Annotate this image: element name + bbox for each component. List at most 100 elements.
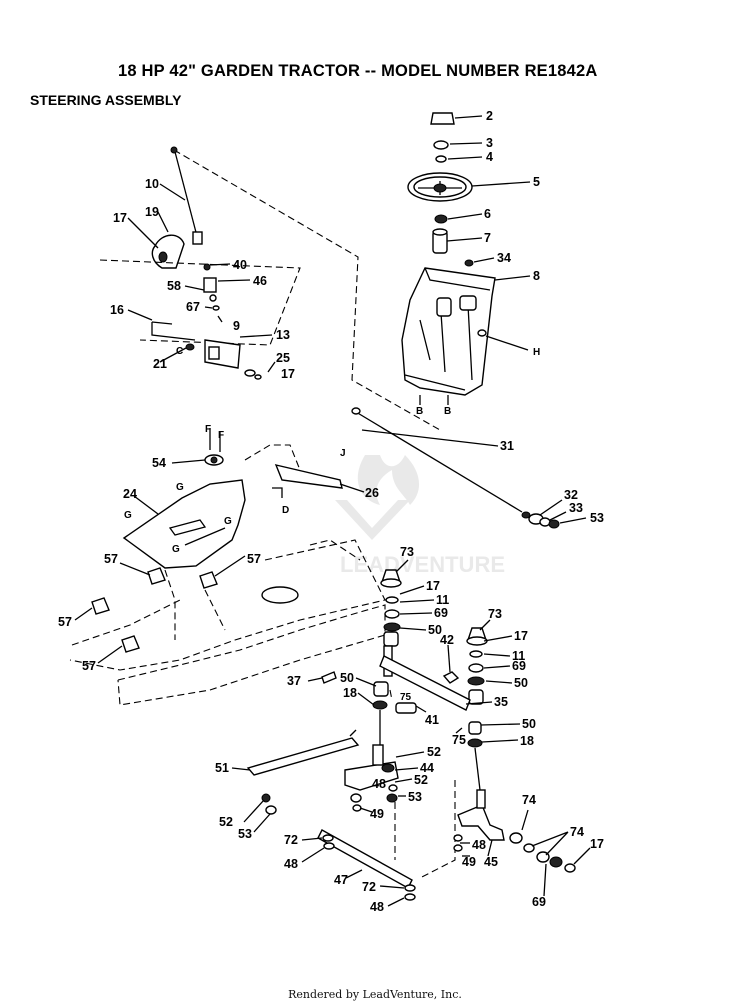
- callout-34: 34: [497, 251, 511, 265]
- callout-53-arm: 53: [408, 790, 422, 804]
- callout-31: 31: [500, 439, 514, 453]
- callout-50-right: 50: [514, 676, 528, 690]
- callout-17-bracket: 17: [281, 367, 295, 381]
- callout-26: 26: [365, 486, 379, 500]
- callout-47: 47: [334, 873, 348, 887]
- callout-75-b: 75: [452, 733, 466, 747]
- ref-letter-h: H: [533, 347, 540, 358]
- callout-18-right: 18: [520, 734, 534, 748]
- column-assembly-outline: [173, 149, 441, 431]
- steering-shaft-group: [351, 407, 560, 529]
- linkage-group: [246, 729, 576, 901]
- callout-52-c: 52: [219, 815, 233, 829]
- callout-73-right: 73: [488, 607, 502, 621]
- callout-32: 32: [564, 488, 578, 502]
- callout-57-d: 57: [82, 659, 96, 673]
- callout-48-d: 48: [370, 900, 384, 914]
- callout-2: 2: [486, 109, 493, 123]
- callout-69-left: 69: [434, 606, 448, 620]
- callout-54: 54: [152, 456, 166, 470]
- callout-6: 6: [484, 207, 491, 221]
- ref-letter-g3: G: [224, 516, 232, 527]
- callout-25: 25: [276, 351, 290, 365]
- callout-50-lower-left: 50: [340, 671, 354, 685]
- section-title: STEERING ASSEMBLY: [30, 92, 182, 108]
- diagram-title: 18 HP 42" GARDEN TRACTOR -- MODEL NUMBER…: [118, 62, 598, 80]
- ref-letter-b2: B: [444, 406, 451, 417]
- callout-58: 58: [167, 279, 181, 293]
- footer-credit: Rendered by LeadVenture, Inc.: [288, 988, 462, 1001]
- callout-17-lever: 17: [113, 211, 127, 225]
- callout-73-left: 73: [400, 545, 414, 559]
- callout-16: 16: [110, 303, 124, 317]
- callout-50-lower-right: 50: [522, 717, 536, 731]
- callout-41: 41: [425, 713, 439, 727]
- callout-72-b: 72: [362, 880, 376, 894]
- callout-53-shaft: 53: [590, 511, 604, 525]
- callout-57-a: 57: [104, 552, 118, 566]
- callout-9: 9: [233, 319, 240, 333]
- callout-19: 19: [145, 205, 159, 219]
- callout-51: 51: [215, 761, 229, 775]
- callout-49-spindle: 49: [462, 855, 476, 869]
- ref-letter-g4: G: [172, 544, 180, 555]
- callout-17-spindle: 17: [590, 837, 604, 851]
- ref-letter-f1: F: [205, 424, 211, 435]
- callout-72-a: 72: [284, 833, 298, 847]
- callout-52-b: 52: [414, 773, 428, 787]
- callout-74-b: 74: [570, 825, 584, 839]
- callout-52-a: 52: [427, 745, 441, 759]
- callout-35: 35: [494, 695, 508, 709]
- callout-49-arm: 49: [370, 807, 384, 821]
- callout-40: 40: [233, 258, 247, 272]
- ref-letter-c: C: [176, 346, 183, 357]
- callout-50-left: 50: [428, 623, 442, 637]
- callout-75-a: 75: [400, 692, 412, 703]
- reference-letters: H B B C F F G G G G D J: [124, 346, 540, 555]
- callout-11-left: 11: [436, 593, 449, 607]
- callout-42: 42: [440, 633, 454, 647]
- callout-5: 5: [533, 175, 540, 189]
- callout-57-b: 57: [247, 552, 261, 566]
- callout-21: 21: [153, 357, 167, 371]
- callout-69-spindle: 69: [532, 895, 546, 909]
- callout-57-c: 57: [58, 615, 72, 629]
- callout-labels: 2 3 4 5 6 7 34 8 10 17 19 40 58 46 67 9 …: [58, 109, 604, 914]
- ref-letter-d: D: [282, 505, 289, 516]
- ref-letter-f2: F: [218, 430, 224, 441]
- callout-17-right: 17: [514, 629, 528, 643]
- callout-44: 44: [420, 761, 434, 775]
- frame-plate-group: [69, 444, 386, 706]
- callout-48-c: 48: [472, 838, 486, 852]
- callout-69-right: 69: [512, 659, 526, 673]
- callout-4: 4: [486, 150, 493, 164]
- callout-33: 33: [569, 501, 583, 515]
- watermark-logo: LEADVENTURE: [335, 455, 505, 577]
- callout-46: 46: [253, 274, 267, 288]
- callout-48-arm: 48: [372, 777, 386, 791]
- callout-3: 3: [486, 136, 493, 150]
- callout-13: 13: [276, 328, 290, 342]
- callout-48-b: 48: [284, 857, 298, 871]
- spindle-parts-group: [321, 569, 488, 791]
- callout-24: 24: [123, 487, 137, 501]
- callout-8: 8: [533, 269, 540, 283]
- ref-letter-g2: G: [124, 510, 132, 521]
- callout-10: 10: [145, 177, 159, 191]
- lever-group: [99, 146, 301, 380]
- callout-11-right: 11: [512, 649, 525, 663]
- watermark-text: LEADVENTURE: [340, 552, 505, 577]
- callout-67: 67: [186, 300, 200, 314]
- callout-18-left: 18: [343, 686, 357, 700]
- steering-wheel-group: [401, 112, 529, 396]
- callout-37: 37: [287, 674, 301, 688]
- leader-lines: [74, 115, 591, 907]
- callout-17-left: 17: [426, 579, 440, 593]
- callout-74-a: 74: [522, 793, 536, 807]
- ref-letter-j: J: [340, 448, 346, 459]
- callout-7: 7: [484, 231, 491, 245]
- ref-letter-g1: G: [176, 482, 184, 493]
- ref-letter-b1: B: [416, 406, 423, 417]
- callout-53-link: 53: [238, 827, 252, 841]
